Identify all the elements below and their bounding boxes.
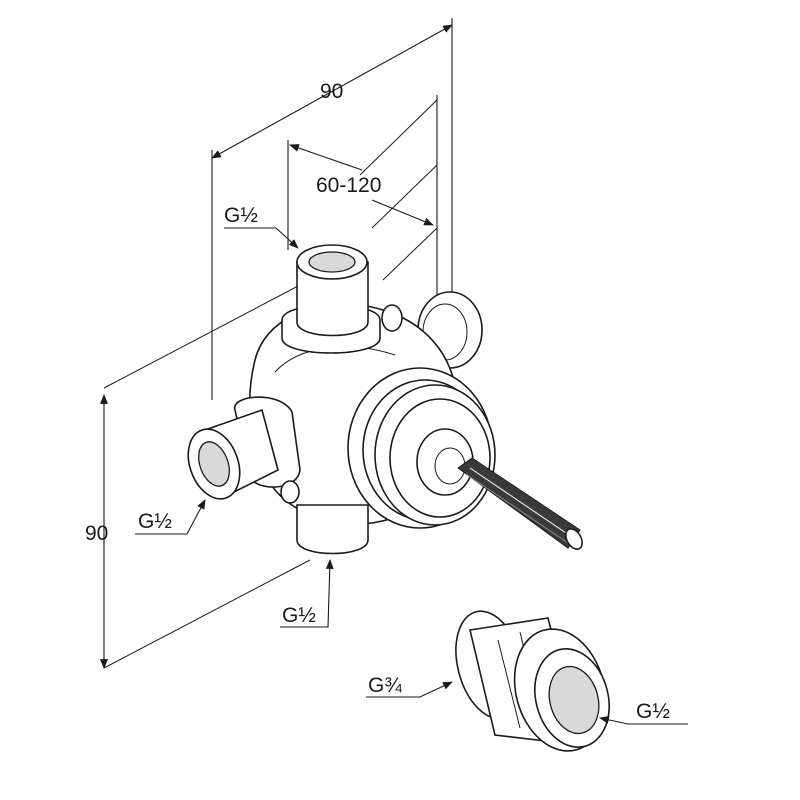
dim-line-width — [211, 24, 453, 159]
hatch-line-1 — [359, 99, 438, 176]
bottom-outlet-pipe — [296, 504, 369, 555]
leader-fitting-inlet — [366, 681, 453, 698]
label-left-inlet: G½ — [138, 510, 172, 533]
top-inlet-pipe — [296, 261, 369, 337]
leader-left-inlet — [135, 499, 206, 535]
label-bottom-outlet: G½ — [282, 604, 316, 627]
dimension-height-90: 90 — [85, 284, 311, 669]
dim-line-depth-a — [289, 144, 363, 171]
leader-top-inlet — [224, 227, 299, 249]
lug-top — [381, 304, 403, 332]
spindle-spline-2 — [465, 473, 569, 544]
fitting-bore — [548, 665, 600, 735]
lug-bottom — [280, 480, 300, 504]
callout-fitting-inlet: G¾ — [366, 674, 453, 698]
fitting-flat-1 — [497, 639, 521, 729]
callout-left-inlet: G½ — [135, 499, 206, 535]
hatch-line-3 — [382, 227, 438, 281]
label-height-90: 90 — [85, 522, 108, 545]
spindle-tip — [565, 528, 583, 550]
dimension-width-90: 90 — [211, 18, 453, 400]
valve-body — [187, 244, 583, 555]
ext-line-height-top — [103, 284, 301, 389]
label-fitting-outlet: G½ — [636, 700, 670, 723]
top-inlet-bore — [308, 251, 356, 273]
spindle-spline-1 — [469, 467, 573, 538]
callout-top-inlet: G½ — [224, 204, 299, 249]
adapter-fitting — [455, 610, 610, 752]
dim-line-depth-b — [371, 199, 434, 226]
leader-fitting-outlet — [599, 715, 688, 725]
label-fitting-inlet: G¾ — [368, 674, 402, 697]
label-top-inlet: G½ — [224, 204, 258, 227]
callout-fitting-outlet: G½ — [599, 700, 688, 725]
ext-line-height-bottom — [103, 559, 311, 669]
leader-bottom-outlet — [280, 559, 334, 628]
label-width-90: 90 — [320, 80, 343, 103]
hatch-line-2 — [371, 164, 438, 229]
left-inlet-bore — [198, 441, 230, 487]
label-depth-60-120: 60-120 — [316, 174, 381, 197]
callout-bottom-outlet: G½ — [280, 559, 334, 628]
